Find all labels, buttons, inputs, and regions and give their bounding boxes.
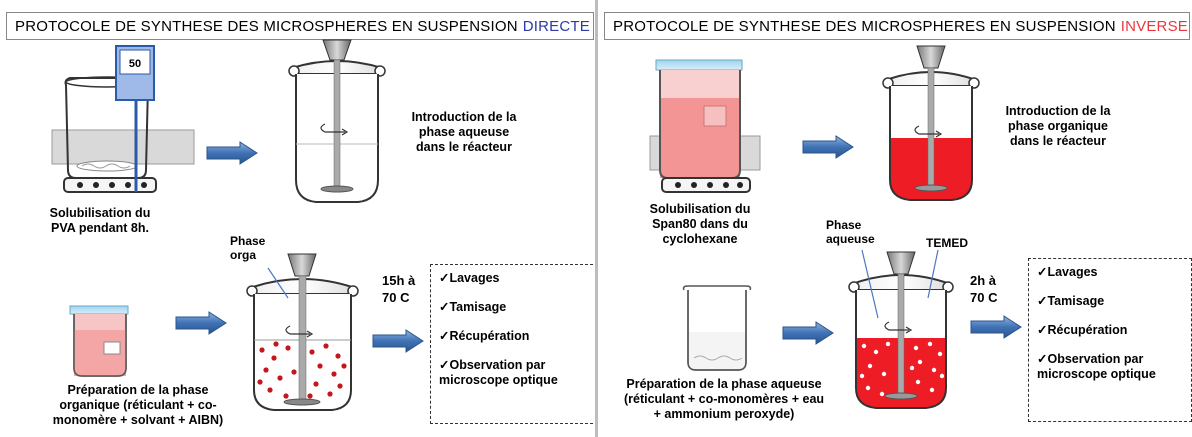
droplet [317, 363, 323, 369]
droplet [259, 347, 265, 353]
droplet [909, 365, 915, 371]
droplet [323, 343, 329, 349]
title-keyword-directe: DIRECTE [522, 17, 590, 35]
droplet [327, 391, 333, 397]
droplet [879, 391, 885, 397]
arrow-right-icon [802, 135, 854, 159]
droplet [859, 373, 865, 379]
step-tamisage: ✓Tamisage [1037, 294, 1105, 308]
beaker-hotplate-illustration: 50 [51, 45, 195, 193]
title-prefix: PROTOCOLE DE SYNTHESE DES MICROSPHERES E… [613, 17, 1116, 35]
label-phase-aqueuse: Phase aqueuse [826, 218, 875, 246]
droplet [267, 387, 273, 393]
title-inverse: PROTOCOLE DE SYNTHESE DES MICROSPHERES E… [604, 12, 1190, 40]
droplet [937, 351, 943, 357]
droplet [337, 383, 343, 389]
panel-suspension-inverse: PROTOCOLE DE SYNTHESE DES MICROSPHERES E… [598, 0, 1192, 437]
arrow-right-icon [782, 321, 834, 345]
title-keyword-inverse: INVERSE [1120, 17, 1188, 35]
droplet [873, 349, 879, 355]
droplet [313, 381, 319, 387]
droplet [283, 393, 289, 399]
droplet [341, 363, 347, 369]
step-recuperation: ✓Récupération [1037, 323, 1128, 337]
step-tamisage: ✓Tamisage [439, 300, 507, 314]
droplet [257, 379, 263, 385]
droplet [917, 359, 923, 365]
droplet [881, 371, 887, 377]
reactor-aqueous-phase-illustration [288, 39, 386, 203]
caption-preparation-aqueous: Préparation de la phase aqueuse (réticul… [623, 377, 825, 421]
reactor-droplets-illustration [246, 253, 359, 411]
droplet [273, 341, 279, 347]
droplet [307, 393, 313, 399]
hotplate-display-value: 50 [129, 58, 141, 70]
caption-introduction-organic: Introduction de la phase organique dans … [1005, 104, 1111, 148]
arrow-right-icon [206, 141, 258, 165]
droplet [285, 345, 291, 351]
droplet [309, 349, 315, 355]
post-treatment-steps-directe: ✓Lavages ✓Tamisage ✓Récupération ✓Observ… [430, 264, 598, 424]
droplet [913, 345, 919, 351]
droplet [865, 385, 871, 391]
panel-suspension-directe: PROTOCOLE DE SYNTHESE DES MICROSPHERES E… [6, 12, 598, 427]
droplet [915, 379, 921, 385]
arrow-right-icon [970, 315, 1022, 339]
title-prefix: PROTOCOLE DE SYNTHESE DES MICROSPHERES E… [15, 17, 518, 35]
arrow-right-icon [372, 329, 424, 353]
label-temperature-inverse: 2h à 70 C [970, 273, 998, 305]
droplet [929, 387, 935, 393]
droplet [331, 371, 337, 377]
droplet [931, 367, 937, 373]
caption-solubilisation-pva: Solubilisation du PVA pendant 8h. [49, 206, 151, 235]
droplet [271, 355, 277, 361]
post-treatment-steps-inverse: ✓Lavages ✓Tamisage ✓Récupération ✓Observ… [1028, 258, 1192, 422]
step-observation: ✓Observation par microscope optique [1037, 352, 1156, 381]
label-phase-orga: Phase orga [230, 234, 266, 262]
beaker-aqueous-phase-illustration [682, 285, 752, 371]
step-lavages: ✓Lavages [1037, 265, 1098, 279]
droplet [277, 375, 283, 381]
label-temed: TEMED [926, 236, 968, 250]
droplet [939, 373, 945, 379]
droplet [885, 341, 891, 347]
label-temperature-directe: 15h à 70 C [382, 273, 416, 305]
droplet [861, 343, 867, 349]
beaker-span80-hotplate-illustration [649, 59, 761, 193]
beaker-organic-phase-illustration [69, 305, 129, 377]
title-directe: PROTOCOLE DE SYNTHESE DES MICROSPHERES E… [6, 12, 594, 40]
droplet [927, 341, 933, 347]
droplet [867, 363, 873, 369]
step-recuperation: ✓Récupération [439, 329, 530, 343]
caption-solubilisation-span80: Solubilisation du Span80 dans du cyclohe… [649, 202, 751, 246]
step-lavages: ✓Lavages [439, 271, 500, 285]
caption-introduction-aqueous: Introduction de la phase aqueuse dans le… [411, 110, 517, 154]
reactor-inverse-droplets-illustration [848, 249, 954, 409]
panel-divider [595, 0, 598, 437]
droplet [291, 369, 297, 375]
arrow-right-icon [175, 311, 227, 335]
droplet [335, 353, 341, 359]
step-observation: ✓Observation par microscope optique [439, 358, 558, 387]
droplet [263, 367, 269, 373]
reactor-organic-phase-illustration [882, 45, 980, 201]
caption-preparation-organic: Préparation de la phase organique (rétic… [52, 383, 224, 427]
